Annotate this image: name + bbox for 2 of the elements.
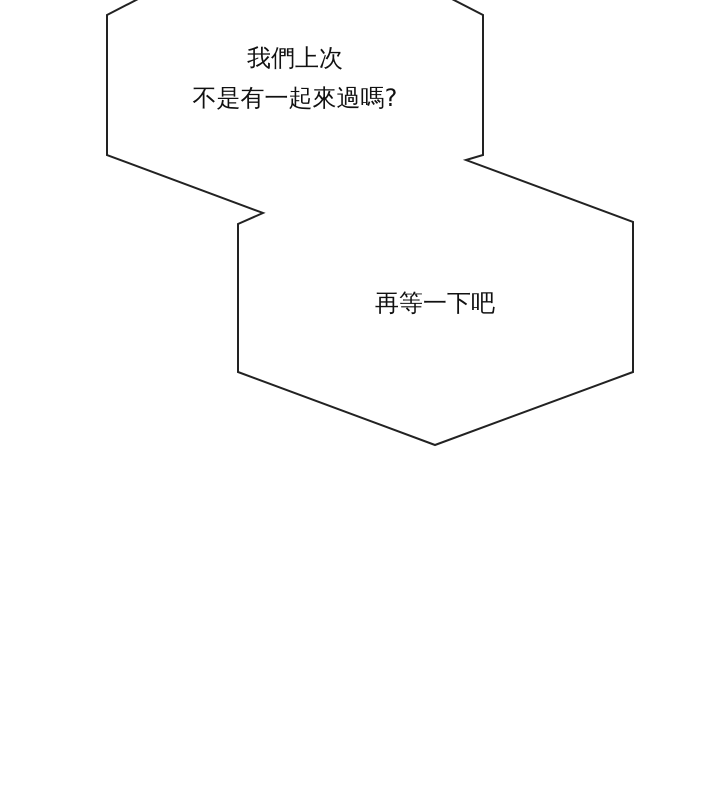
speech-text: 再等一下吧 <box>374 288 496 319</box>
speech-text: 我們上次不是有一起來過嗎? <box>192 43 398 114</box>
